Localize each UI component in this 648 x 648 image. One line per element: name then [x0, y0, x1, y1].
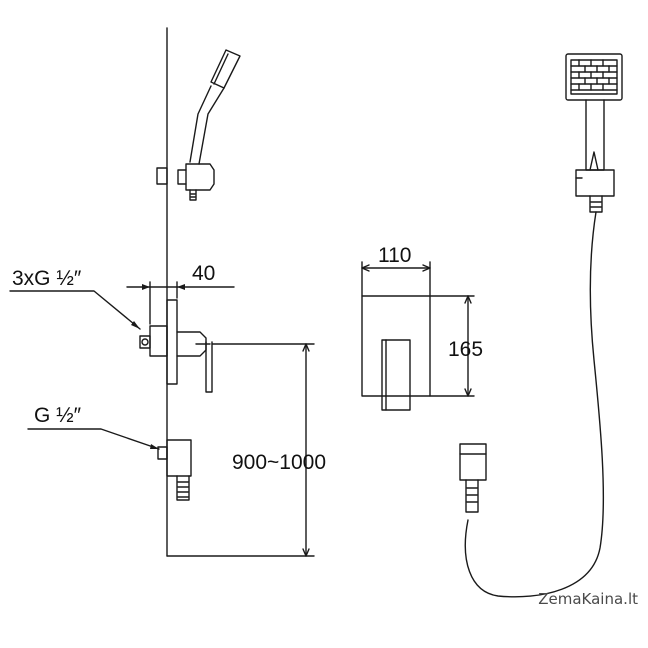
- inlets-arrowhead: [131, 321, 140, 329]
- outlet-label: G ½″: [34, 404, 82, 427]
- mount-height-label: 900~1000: [232, 451, 326, 474]
- width-label: 110: [378, 244, 411, 267]
- outlet-leader: [27, 428, 160, 450]
- inlets-leader: [9, 290, 141, 330]
- watermark: ZemaKaina.lt: [538, 590, 638, 608]
- outlet-side-view: [157, 439, 192, 501]
- height-label: 165: [448, 338, 483, 361]
- cover-plate-front: [361, 295, 431, 411]
- shower-hose: [464, 211, 605, 598]
- inlets-label: 3xG ½″: [12, 267, 82, 290]
- hose-connector: [459, 443, 487, 513]
- height-dimension: [429, 295, 475, 397]
- outlet-arrowhead: [150, 444, 159, 449]
- mixer-side-view: [139, 299, 213, 393]
- wall-hand-shower: [156, 49, 241, 201]
- depth-arrowhead-left: [142, 284, 150, 290]
- mount-height-dimension: [211, 343, 315, 557]
- hand-shower-front: [565, 53, 623, 213]
- depth-arrowhead-right: [177, 284, 185, 290]
- depth-label: 40: [192, 262, 215, 285]
- width-dimension: [361, 261, 431, 297]
